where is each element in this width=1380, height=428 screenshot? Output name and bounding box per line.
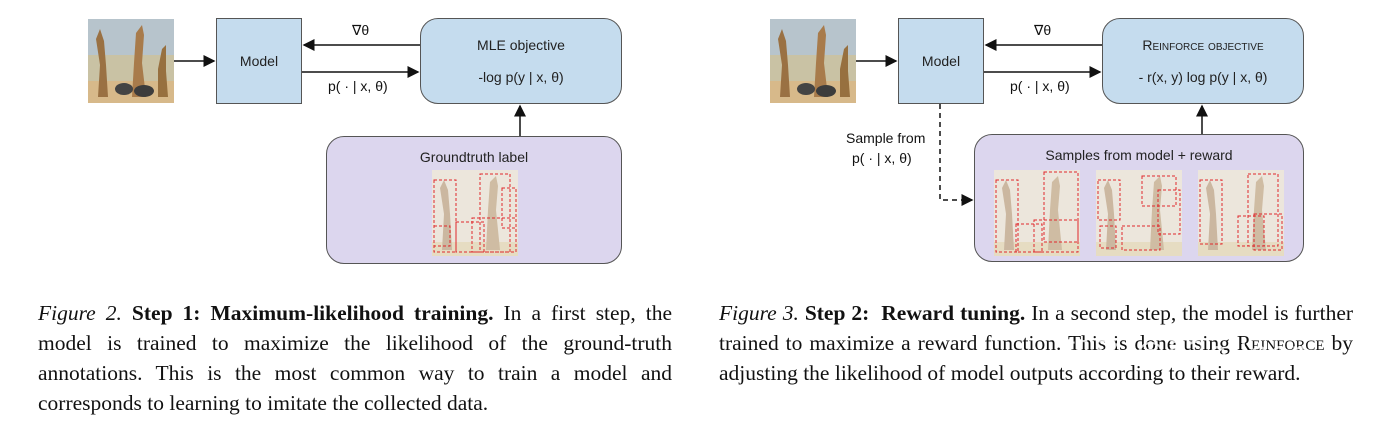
figure3-caption-text-before: In a second step, the model is further t… (719, 301, 1354, 355)
figure3-label: Figure 3. (719, 301, 799, 325)
objective-title: Reinforce objective (1142, 37, 1264, 53)
sample-image-2 (1096, 170, 1182, 256)
forward-label-fig3: p( · | x, θ) (1010, 78, 1070, 94)
gradient-label-fig2: ∇θ (352, 22, 370, 38)
samples-title: Samples from model + reward (1045, 147, 1233, 163)
giraffe-input-image-fig2 (88, 19, 174, 103)
arrows (174, 39, 1208, 206)
groundtruth-title: Groundtruth label (419, 149, 529, 165)
figure2-bold-title: Step 1: Maximum-likelihood training. (131, 301, 494, 325)
sample-label-line1: Sample from (846, 130, 926, 146)
arrow-sample-dashed (939, 104, 974, 206)
model-label: Model (239, 53, 279, 69)
sample-image-3 (1198, 170, 1284, 256)
reinforce-term: Reinforce (1236, 331, 1325, 355)
figure3-caption: Figure 3. Step 2: Reward tuning. In a se… (719, 298, 1353, 388)
watermark: 知乎 @P2oileen (1060, 336, 1312, 371)
figure3-bold-title: Step 2: Reward tuning. (804, 301, 1026, 325)
giraffe-input-image-fig3 (770, 19, 856, 103)
diagrams: Model MLE objective -log p(y | x, θ) Gro… (88, 18, 1304, 264)
figure3-caption-text-after: by adjusting the likelihood of model out… (719, 331, 1353, 385)
model-box-fig2: Model (216, 18, 302, 104)
sample-label-line2: p( · | x, θ) (852, 150, 912, 166)
sample-image-1 (994, 170, 1080, 256)
mle-objective-box: MLE objective -log p(y | x, θ) (420, 18, 622, 104)
groundtruth-annotated-image (432, 170, 518, 256)
objective-title: MLE objective (477, 37, 565, 53)
model-label: Model (921, 53, 961, 69)
gradient-label-fig3: ∇θ (1034, 22, 1052, 38)
figure2-caption: Figure 2. Step 1: Maximum-likelihood tra… (38, 298, 672, 418)
objective-formula: -log p(y | x, θ) (478, 69, 564, 85)
objective-formula: - r(x, y) log p(y | x, θ) (1138, 69, 1268, 85)
reinforce-objective-box: Reinforce objective - r(x, y) log p(y | … (1102, 18, 1304, 104)
figure2-caption-text: In a first step, the model is trained to… (38, 301, 672, 415)
model-box-fig3: Model (898, 18, 984, 104)
forward-label-fig2: p( · | x, θ) (328, 78, 388, 94)
figure2-label: Figure 2. (38, 301, 122, 325)
